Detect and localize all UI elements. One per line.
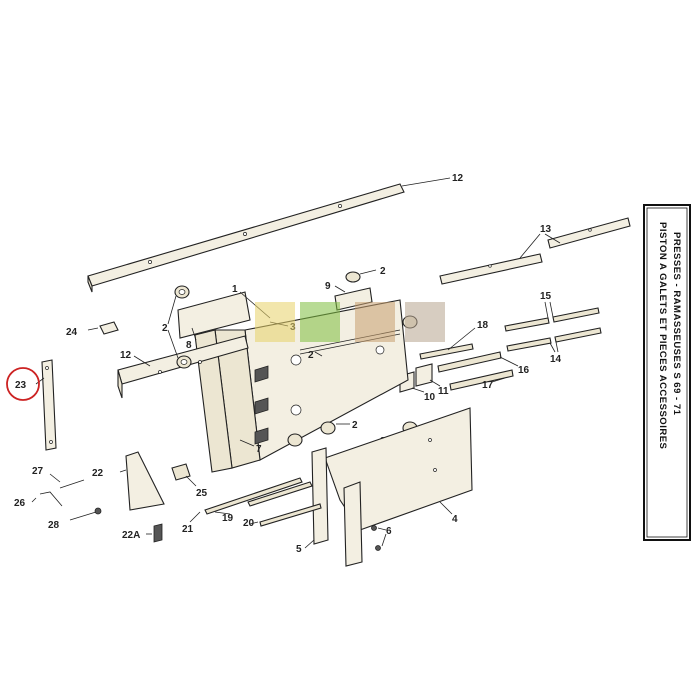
label-17: 17 [482, 380, 494, 391]
part-25: 25 [171, 463, 208, 499]
watermark-logo [255, 302, 445, 342]
label-11: 11 [438, 386, 449, 397]
label-24: 24 [66, 327, 78, 338]
title-panel: PISTON A GALETS ET PIECES ACCESSOIRES PR… [643, 204, 691, 541]
label-2-center: 2 [352, 420, 358, 431]
label-20: 20 [243, 518, 255, 529]
label-12-top: 12 [452, 173, 464, 184]
parts-14-15-bars: 15 14 [504, 291, 602, 365]
label-22: 22 [92, 468, 104, 479]
label-9: 9 [325, 281, 331, 292]
watermark-square-4 [405, 302, 445, 342]
part-11-bracket: 11 [415, 363, 449, 397]
part-22a-clip: 22A [122, 523, 163, 543]
label-6: 6 [386, 526, 392, 537]
label-22A: 22A [122, 530, 140, 541]
label-25: 25 [196, 488, 208, 499]
label-19: 19 [222, 513, 234, 524]
part-23-strap: 23 [6, 359, 57, 451]
label-13: 13 [540, 224, 552, 235]
label-18: 18 [477, 320, 489, 331]
part-5-posts: 5 [296, 447, 363, 567]
label-1: 1 [232, 284, 238, 295]
label-21: 21 [182, 524, 194, 535]
label-28: 28 [48, 520, 60, 531]
label-23: 23 [15, 380, 27, 391]
label-7: 7 [256, 444, 262, 455]
label-5: 5 [296, 544, 302, 555]
label-16: 16 [518, 365, 530, 376]
label-14: 14 [550, 354, 562, 365]
label-26: 26 [14, 498, 26, 509]
label-4: 4 [452, 514, 458, 525]
parts-19-20-21: 19 20 21 [182, 477, 322, 535]
label-12-lower: 12 [120, 350, 132, 361]
part-13-rails: 13 [439, 217, 631, 285]
watermark-square-3 [355, 302, 395, 342]
label-10: 10 [424, 392, 436, 403]
label-2-top: 2 [380, 266, 386, 277]
watermark-square-2 [300, 302, 340, 342]
part-4-plate: 4 [324, 407, 473, 531]
label-8: 8 [186, 340, 192, 351]
part-22-plate: 22 [92, 451, 165, 511]
watermark-square-1 [255, 302, 295, 342]
title-line-2: PRESSES - RAMASSEUSES S 69 - 71 [671, 232, 682, 416]
label-2-left: 2 [162, 323, 168, 334]
label-15: 15 [540, 291, 552, 302]
part-12-top-rail: 12 [87, 173, 464, 293]
part-6-screws: 6 [371, 525, 392, 551]
title-line-1: PISTON A GALETS ET PIECES ACCESSOIRES [657, 222, 668, 449]
label-2-mid: 2 [308, 350, 314, 361]
part-24: 24 [66, 321, 119, 338]
highlight-circle-23 [6, 367, 40, 401]
parts-16-17-18: 18 16 17 [419, 320, 530, 391]
parts-26-27-28: 26 27 28 [14, 466, 102, 531]
label-27: 27 [32, 466, 44, 477]
